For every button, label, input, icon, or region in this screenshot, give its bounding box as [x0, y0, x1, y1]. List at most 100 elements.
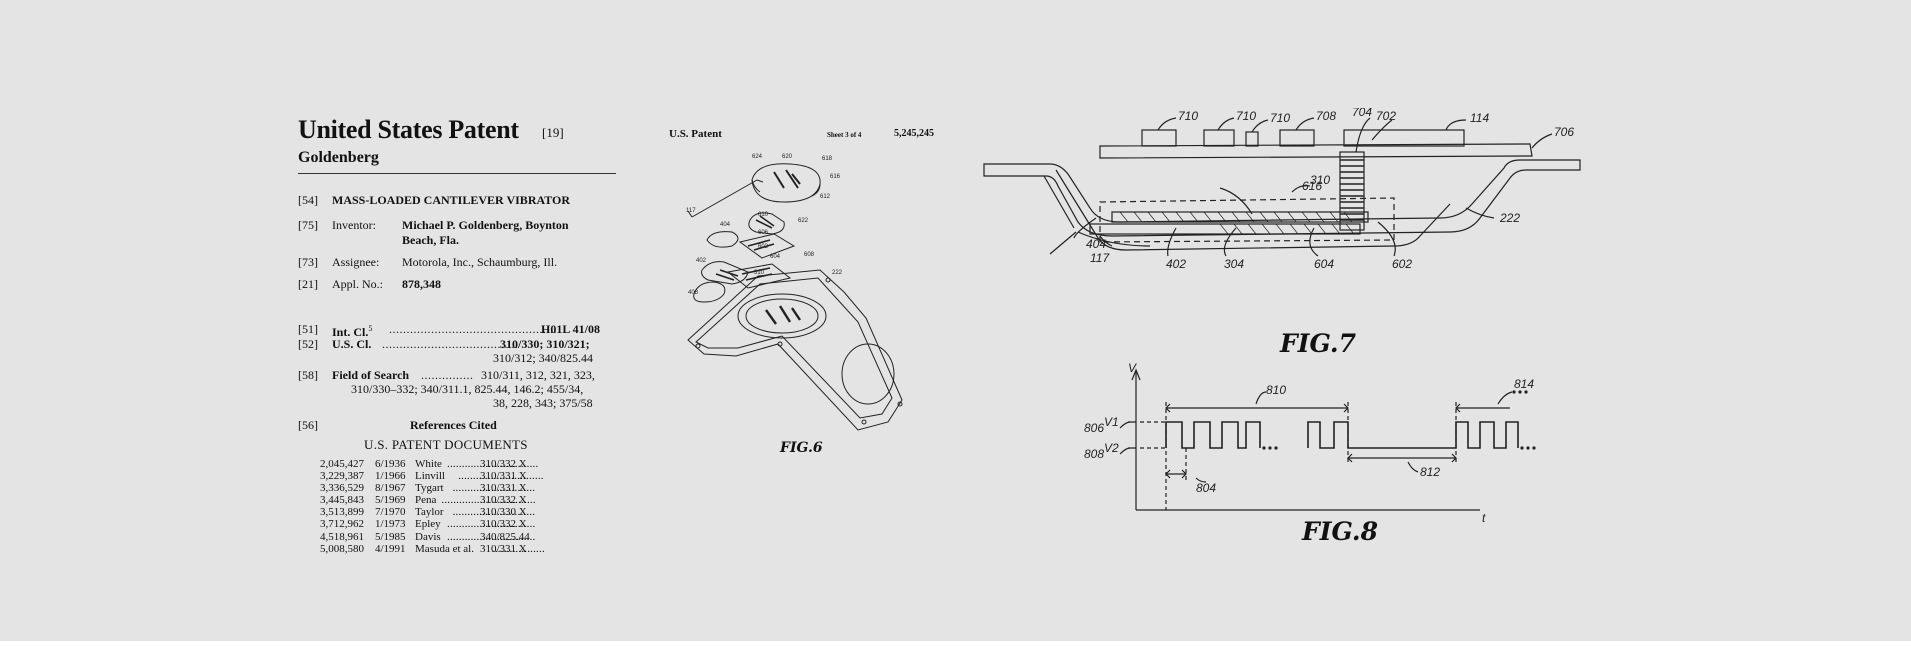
layer-402	[702, 262, 748, 284]
leader-dots: ...............................	[447, 458, 538, 470]
fig7-reference-numeral: 117	[1090, 251, 1110, 265]
reference-number: 3,229,387	[320, 470, 364, 482]
reference-number: 3,712,962	[320, 518, 364, 530]
leader-dots: ..................	[492, 543, 545, 555]
reference-number: 4,518,961	[320, 531, 364, 543]
leader-dots: ..............................	[447, 531, 536, 543]
fig7-reference-numeral: 310	[1310, 173, 1330, 187]
fig6-reference-numeral: 608	[804, 252, 815, 258]
reference-date: 6/1936	[375, 458, 406, 470]
fig8-axis-label: V1	[1104, 415, 1119, 429]
reference-date: 5/1969	[375, 494, 406, 506]
fig8-reference-numeral: 806	[1084, 421, 1104, 435]
header-rule	[298, 173, 616, 174]
search-value: 310/311, 312, 321, 323,	[481, 368, 595, 382]
component-710	[1246, 132, 1258, 146]
us-cl-value: 310/330; 310/321;	[500, 337, 590, 351]
fig6-reference-numeral: 618	[822, 156, 833, 162]
fig6-reference-numeral: 402	[696, 258, 707, 264]
fig6-reference-numeral: 622	[798, 218, 809, 224]
reference-number: 5,008,580	[320, 543, 364, 555]
field-code: [51]	[298, 322, 318, 336]
fig6-reference-numeral: 612	[820, 194, 831, 200]
search-value-cont: 38, 228, 343; 375/58	[493, 396, 593, 410]
fig7-reference-numeral: 710	[1178, 109, 1198, 123]
reference-name: Taylor	[415, 506, 444, 518]
reference-name: White	[415, 458, 442, 470]
fig8-reference-numeral: 814	[1514, 377, 1534, 391]
fig6-reference-numeral: 624	[752, 154, 763, 160]
fig6-reference-numeral: 222	[832, 270, 843, 276]
field-label: Assignee:	[332, 255, 379, 269]
fig8-reference-numeral: 804	[1196, 481, 1216, 495]
fig7-reference-numeral: 222	[1499, 211, 1520, 225]
disk-408	[694, 282, 725, 302]
fig8-reference-numeral: 812	[1420, 465, 1440, 479]
fig6-reference-numeral: 616	[830, 174, 841, 180]
reference-number: 3,445,843	[320, 494, 364, 506]
appl-no-value: 878,348	[402, 277, 441, 291]
field-code: [58]	[298, 368, 318, 382]
field-code: [52]	[298, 337, 318, 351]
patent-title-ref: [19]	[542, 125, 564, 141]
leader-dots: ...............	[421, 368, 474, 382]
fig7-reference-numeral: 602	[1392, 257, 1412, 271]
fig7-reference-numeral: 304	[1224, 257, 1244, 271]
fig7-reference-numeral: 404	[1086, 237, 1106, 251]
fig6-reference-numeral: 408	[688, 290, 699, 296]
fig6-reference-numeral: 606	[758, 230, 769, 236]
field-label: Field of Search	[332, 368, 409, 382]
fig7-reference-numeral: 402	[1166, 257, 1186, 271]
leader-dots: ..............................	[447, 518, 536, 530]
fig7-caption: FIG.7	[1279, 329, 1357, 358]
fig6-caption: FIG.6	[780, 440, 823, 456]
reference-date: 8/1967	[375, 482, 406, 494]
references-subheading: U.S. PATENT DOCUMENTS	[364, 437, 528, 453]
fig8-axis-label: V	[1128, 362, 1137, 375]
reference-name: Masuda et al.	[415, 543, 474, 555]
fig6-drawing: 1176246206186166124046106226064026026046…	[662, 122, 962, 562]
fig7-drawing: 7107107107087047021147066163104041174023…	[980, 108, 1680, 368]
reference-date: 1/1973	[375, 518, 406, 530]
fig7-reference-numeral: 708	[1316, 109, 1336, 123]
field-code: [73]	[298, 255, 318, 269]
fig7-reference-numeral: 114	[1470, 111, 1489, 125]
inventor-name-line2: Beach, Fla.	[402, 233, 459, 247]
fig7-reference-numeral: 706	[1554, 125, 1574, 139]
fig7-reference-numeral: 710	[1236, 109, 1256, 123]
component-708	[1280, 130, 1314, 146]
fig6-reference-numeral: 404	[720, 222, 731, 228]
component-710	[1204, 130, 1234, 146]
component-114	[1344, 130, 1464, 146]
leader-dots: ............................	[453, 482, 536, 494]
fig8-axis-label: V2	[1104, 441, 1119, 455]
fig7-reference-numeral: 604	[1314, 257, 1334, 271]
fig8-reference-numeral: 808	[1084, 447, 1104, 461]
fig7-reference-numeral: 702	[1376, 109, 1396, 123]
inventor-name-line1: Michael P. Goldenberg, Boynton	[402, 218, 569, 232]
fig6-reference-numeral: 602	[758, 244, 769, 250]
leader-dots: .......................................	[382, 337, 519, 351]
reference-name: Davis	[415, 531, 441, 543]
reference-date: 1/1966	[375, 470, 406, 482]
fig6-reference-numeral: 310	[754, 270, 765, 276]
leader-dots: ............................	[453, 506, 536, 518]
bracket-117	[692, 180, 757, 217]
cap-618	[752, 164, 820, 202]
assignee-value: Motorola, Inc., Schaumburg, Ill.	[402, 255, 557, 269]
patent-title: United States Patent	[298, 115, 519, 145]
fig8-caption: FIG.8	[1301, 517, 1378, 546]
search-value-cont: 310/330–332; 340/311.1, 825.44, 146.2; 4…	[351, 382, 583, 396]
field-code: [21]	[298, 277, 318, 291]
shim-404	[707, 232, 738, 247]
fig6-reference-numeral: 610	[758, 212, 769, 218]
leader-dots: .............................	[458, 470, 544, 482]
references-heading: References Cited	[410, 418, 497, 433]
reference-name: Linvill	[415, 470, 445, 482]
fig6-reference-numeral: 620	[782, 154, 793, 160]
reference-name: Epley	[415, 518, 441, 530]
leader-dots: ........................................…	[389, 322, 557, 336]
spring-702	[1340, 152, 1364, 230]
int-cl-value: H01L 41/08	[541, 322, 600, 336]
